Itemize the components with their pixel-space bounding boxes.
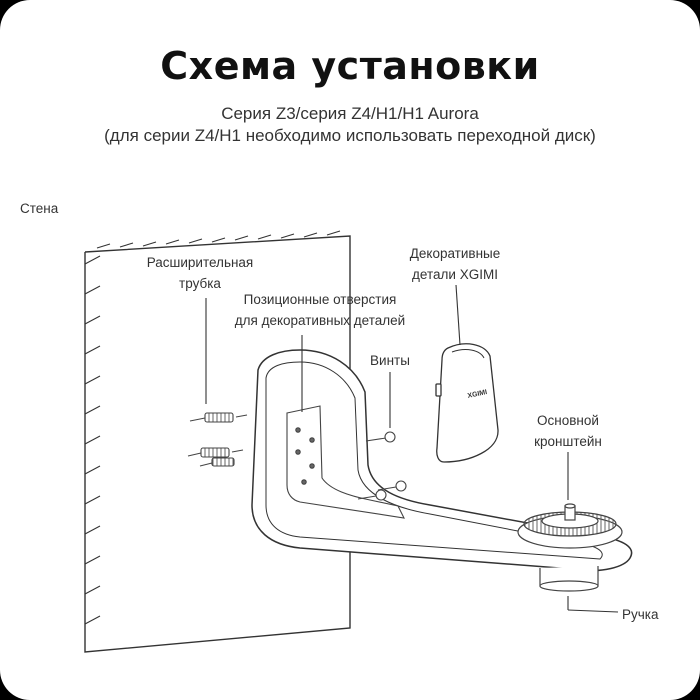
label-positioning-holes: Позиционные отверстия для декоративных д…	[234, 292, 406, 328]
expansion-tube-icon	[199, 457, 235, 467]
leader-lines	[205, 284, 619, 613]
mounting-plate	[286, 405, 405, 519]
screws	[357, 431, 407, 501]
screw-icon	[357, 489, 387, 501]
label-handle: Ручка	[622, 607, 659, 622]
wall-hatching	[84, 230, 341, 625]
leader-handle-horizontal	[567, 609, 619, 613]
bracket-arm	[251, 349, 633, 572]
expansion-tube-icon	[187, 447, 244, 458]
decor-logo: XGIMI	[467, 389, 488, 400]
leader-decor	[455, 284, 461, 346]
screw-icon	[365, 431, 396, 443]
expansion-tube-icon	[189, 412, 248, 423]
handle	[539, 566, 599, 592]
wall	[84, 230, 351, 653]
expansion-tubes	[187, 412, 248, 467]
decorative-cover	[435, 343, 499, 463]
subtitle-series: Серия Z3/серия Z4/H1/H1 Aurora	[221, 104, 479, 123]
label-screws: Винты	[370, 353, 410, 368]
main-bracket-disc	[517, 503, 623, 549]
screw-icon	[377, 480, 407, 492]
label-decorative-parts: Декоративные детали XGIMI	[409, 246, 501, 282]
subtitle-note: (для серии Z4/H1 необходимо использовать…	[104, 126, 596, 145]
label-expansion-tube: Расширительная трубка	[146, 255, 254, 291]
label-wall: Стена	[20, 201, 59, 216]
label-main-bracket: Основной кронштейн	[534, 413, 602, 449]
page-title: Схема установки	[160, 44, 540, 88]
